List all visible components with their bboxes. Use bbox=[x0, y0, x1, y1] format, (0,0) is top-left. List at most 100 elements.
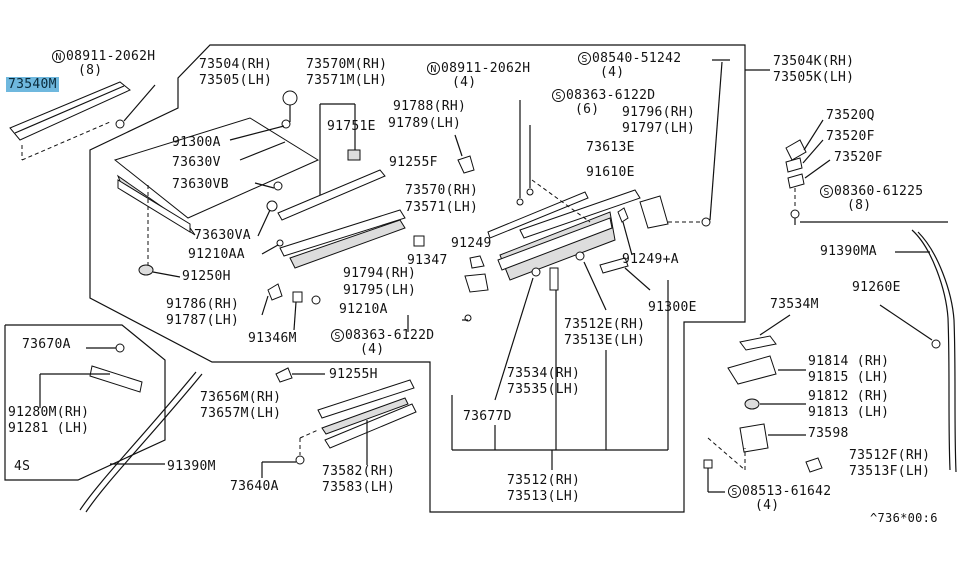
callout-91300a[interactable]: 91300A bbox=[172, 135, 221, 150]
callout-73571m[interactable]: 73571M(LH) bbox=[306, 73, 388, 88]
callout-73504[interactable]: 73504(RH) bbox=[199, 57, 273, 72]
callout-73540m[interactable]: 73540M bbox=[6, 77, 59, 92]
callout-73520f-b[interactable]: 73520F bbox=[834, 150, 883, 165]
callout-73582[interactable]: 73582(RH) bbox=[322, 464, 396, 479]
callout-73571[interactable]: 73571(LH) bbox=[405, 200, 479, 215]
callout-08513-qty: (4) bbox=[755, 498, 780, 513]
callout-91249a[interactable]: 91249+A bbox=[622, 252, 679, 267]
callout-73520q[interactable]: 73520Q bbox=[826, 108, 875, 123]
callout-73598[interactable]: 73598 bbox=[808, 426, 849, 441]
callout-73630va[interactable]: 73630VA bbox=[194, 228, 251, 243]
callout-91210aa[interactable]: 91210AA bbox=[188, 247, 245, 262]
callout-73570m[interactable]: 73570M(RH) bbox=[306, 57, 388, 72]
s-symbol-icon: S bbox=[331, 329, 344, 342]
part-number: 08911-2062H bbox=[66, 49, 156, 64]
callout-91300e[interactable]: 91300E bbox=[648, 300, 697, 315]
callout-08911-top-qty: (8) bbox=[78, 63, 103, 78]
callout-73505[interactable]: 73505(LH) bbox=[199, 73, 273, 88]
callout-73512e[interactable]: 73512E(RH) bbox=[564, 317, 646, 332]
diagram-footer-code: ^736*00:6 bbox=[870, 511, 938, 525]
callout-73513[interactable]: 73513(LH) bbox=[507, 489, 581, 504]
callout-91390m[interactable]: 91390M bbox=[167, 459, 216, 474]
callout-08911-mid-qty: (4) bbox=[452, 75, 477, 90]
callout-73677d[interactable]: 73677D bbox=[463, 409, 512, 424]
callout-91249[interactable]: 91249 bbox=[451, 236, 492, 251]
n-symbol-icon: N bbox=[52, 50, 65, 63]
callout-91789[interactable]: 91789(LH) bbox=[388, 116, 462, 131]
callout-91280m[interactable]: 91280M(RH) bbox=[8, 405, 90, 420]
callout-91812[interactable]: 91812 (RH) bbox=[808, 389, 890, 404]
main-group-frame bbox=[89, 44, 746, 513]
callout-73512[interactable]: 73512(RH) bbox=[507, 473, 581, 488]
callout-73630v[interactable]: 73630V bbox=[172, 155, 221, 170]
panel-73504 bbox=[113, 117, 320, 219]
s-symbol-icon: S bbox=[820, 185, 833, 198]
callout-91797[interactable]: 91797(LH) bbox=[622, 121, 696, 136]
part-number: 08911-2062H bbox=[441, 61, 531, 76]
callout-73505k[interactable]: 73505K(LH) bbox=[773, 70, 855, 85]
callout-73520f-a[interactable]: 73520F bbox=[826, 129, 875, 144]
s-symbol-icon: S bbox=[728, 485, 741, 498]
callout-73535[interactable]: 73535(LH) bbox=[507, 382, 581, 397]
callout-73534[interactable]: 73534(RH) bbox=[507, 366, 581, 381]
callout-91346m[interactable]: 91346M bbox=[248, 331, 297, 346]
callout-73640a[interactable]: 73640A bbox=[230, 479, 279, 494]
callout-91815[interactable]: 91815 (LH) bbox=[808, 370, 890, 385]
part-number: 08513-61642 bbox=[742, 484, 832, 499]
highlighted-part-number: 73540M bbox=[6, 77, 59, 92]
callout-91813[interactable]: 91813 (LH) bbox=[808, 405, 890, 420]
callout-91255f[interactable]: 91255F bbox=[389, 155, 438, 170]
callout-08360-qty: (8) bbox=[847, 198, 872, 213]
callout-73613e[interactable]: 73613E bbox=[586, 140, 635, 155]
callout-91250h[interactable]: 91250H bbox=[182, 269, 231, 284]
callout-91260e[interactable]: 91260E bbox=[852, 280, 901, 295]
callout-91787[interactable]: 91787(LH) bbox=[166, 313, 240, 328]
callout-91794[interactable]: 91794(RH) bbox=[343, 266, 417, 281]
callout-73513f[interactable]: 73513F(LH) bbox=[849, 464, 931, 479]
part-number: 08540-51242 bbox=[592, 51, 682, 66]
callout-08363-bottom-qty: (4) bbox=[360, 342, 385, 357]
group-label-4s: 4S bbox=[14, 459, 31, 474]
s-symbol-icon: S bbox=[552, 89, 565, 102]
n-symbol-icon: N bbox=[427, 62, 440, 75]
part-number: 08360-61225 bbox=[834, 184, 924, 199]
callout-91610e[interactable]: 91610E bbox=[586, 165, 635, 180]
callout-73656m[interactable]: 73656M(RH) bbox=[200, 390, 282, 405]
callout-73513e[interactable]: 73513E(LH) bbox=[564, 333, 646, 348]
callout-08540-qty: (4) bbox=[600, 65, 625, 80]
part-number: 08363-6122D bbox=[566, 88, 656, 103]
callout-91788[interactable]: 91788(RH) bbox=[393, 99, 467, 114]
callout-91751e[interactable]: 91751E bbox=[327, 119, 376, 134]
callout-08363-top-qty: (6) bbox=[575, 102, 600, 117]
strip-73613e bbox=[487, 191, 589, 239]
callout-91795[interactable]: 91795(LH) bbox=[343, 283, 417, 298]
callout-73570[interactable]: 73570(RH) bbox=[405, 183, 479, 198]
callout-73534m[interactable]: 73534M bbox=[770, 297, 819, 312]
callout-91814[interactable]: 91814 (RH) bbox=[808, 354, 890, 369]
callout-91796[interactable]: 91796(RH) bbox=[622, 105, 696, 120]
callout-73657m[interactable]: 73657M(LH) bbox=[200, 406, 282, 421]
4s-group-frame bbox=[4, 324, 166, 481]
strip-73570m bbox=[277, 169, 386, 221]
callout-91390ma[interactable]: 91390MA bbox=[820, 244, 877, 259]
callout-73583[interactable]: 73583(LH) bbox=[322, 480, 396, 495]
callout-91281[interactable]: 91281 (LH) bbox=[8, 421, 90, 436]
callout-91210a[interactable]: 91210A bbox=[339, 302, 388, 317]
callout-73670a[interactable]: 73670A bbox=[22, 337, 71, 352]
callout-91786[interactable]: 91786(RH) bbox=[166, 297, 240, 312]
callout-91347[interactable]: 91347 bbox=[407, 253, 448, 268]
callout-73504k[interactable]: 73504K(RH) bbox=[773, 54, 855, 69]
callout-73512f[interactable]: 73512F(RH) bbox=[849, 448, 931, 463]
callout-91255h[interactable]: 91255H bbox=[329, 367, 378, 382]
callout-73630vb[interactable]: 73630VB bbox=[172, 177, 229, 192]
s-symbol-icon: S bbox=[578, 52, 591, 65]
